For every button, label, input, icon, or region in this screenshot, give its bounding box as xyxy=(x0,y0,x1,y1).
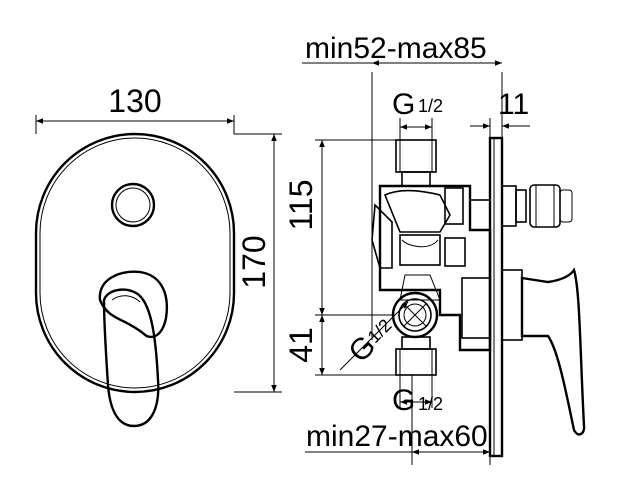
wall-plate xyxy=(488,136,504,458)
lever-side-profile xyxy=(520,267,586,436)
side-view: min52-max85 G 1/2 11 115 41 G 1/2 G 1/2 xyxy=(283,32,586,465)
bottom-thread-label: G xyxy=(392,384,415,417)
cover-plate-inner xyxy=(39,137,231,389)
top-depth-label: min52-max85 xyxy=(305,32,487,65)
top-thread-label: G xyxy=(392,88,415,121)
lever-base xyxy=(98,270,169,339)
diverter-cartridge xyxy=(469,199,491,231)
width-label: 130 xyxy=(108,83,161,119)
bottom-thread-fraction: 1/2 xyxy=(418,394,443,414)
front-view: 130 170 xyxy=(34,83,282,428)
lower-height-label: 41 xyxy=(283,327,319,363)
cover-plate-outer xyxy=(34,132,236,394)
diverter-knob xyxy=(110,182,156,228)
height-label: 170 xyxy=(236,235,272,288)
top-thread-fraction: 1/2 xyxy=(418,96,443,116)
upper-height-label: 115 xyxy=(283,179,319,230)
plate-label: 11 xyxy=(498,88,529,121)
lever-handle xyxy=(102,288,160,428)
bottom-connector xyxy=(395,348,437,376)
top-connector xyxy=(395,139,437,173)
diverter-knob-inner xyxy=(115,187,151,223)
bottom-depth-label: min27-max60 xyxy=(306,420,488,453)
